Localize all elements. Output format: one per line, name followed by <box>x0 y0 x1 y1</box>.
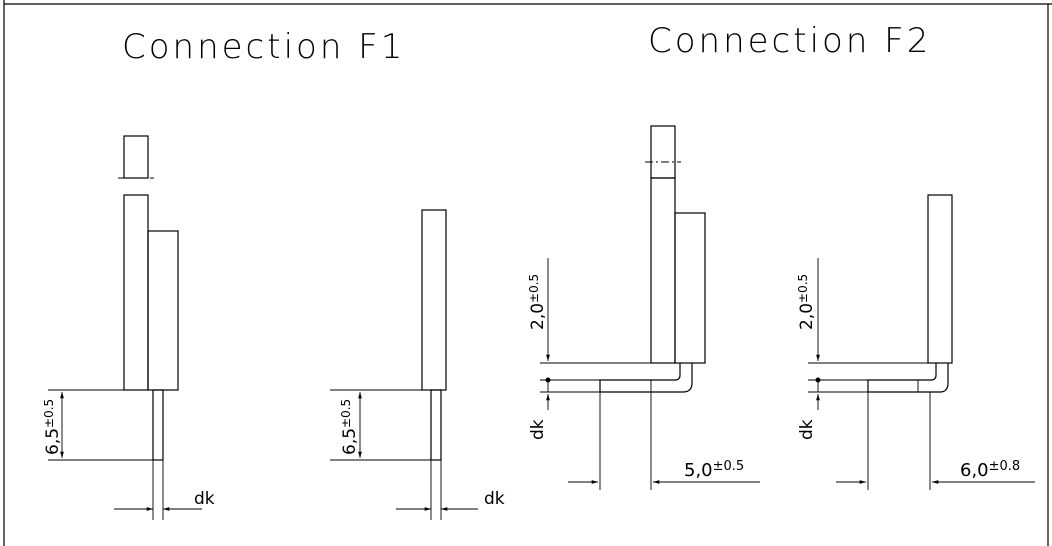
f1-a-dk-label: dk <box>194 489 215 509</box>
f2-a-hatched-body-right <box>674 212 706 364</box>
f1-b-lead-wire <box>430 389 442 461</box>
f2-b-dk-label: dk <box>797 419 817 440</box>
f2-a-bent-lead <box>599 363 693 393</box>
f2-b-cross-hatched-body <box>927 194 953 364</box>
f1-b-cross-hatched-body <box>421 209 447 391</box>
f2-part-a: 2,0±0.5 dk 5,0±0.5 <box>527 125 760 490</box>
title-connection-f1: Connection F1 <box>122 27 405 67</box>
f1-b-length-label: 6,5±0.5 <box>339 399 360 455</box>
f2-a-length-label: 5,0±0.5 <box>684 459 744 481</box>
f1-a-hatched-body <box>123 194 149 391</box>
f1-a-length-label: 6,5±0.5 <box>42 399 63 455</box>
f1-part-b: 6,5±0.5 dk <box>330 209 505 520</box>
f2-b-height-label: 2,0±0.5 <box>796 274 817 330</box>
f2-a-terminal-top <box>650 125 676 179</box>
f2-a-height-label: 2,0±0.5 <box>527 274 548 330</box>
title-connection-f2: Connection F2 <box>648 21 931 61</box>
f2-a-dk-label: dk <box>528 419 548 440</box>
f1-part-a: 6,5±0.5 dk <box>42 135 215 520</box>
f2-a-hatched-body <box>650 177 676 364</box>
f2-part-b: 2,0±0.5 dk 6,0±0.8 <box>796 194 1035 490</box>
f2-b-length-label: 6,0±0.8 <box>960 459 1020 481</box>
f1-a-hatched-body-right <box>147 230 179 391</box>
drawing-frame <box>3 0 1052 546</box>
f1-b-dk-label: dk <box>484 489 505 509</box>
f2-b-bent-lead <box>867 363 949 393</box>
f1-a-terminal-top <box>123 135 149 179</box>
f1-a-lead-wire <box>152 389 164 461</box>
